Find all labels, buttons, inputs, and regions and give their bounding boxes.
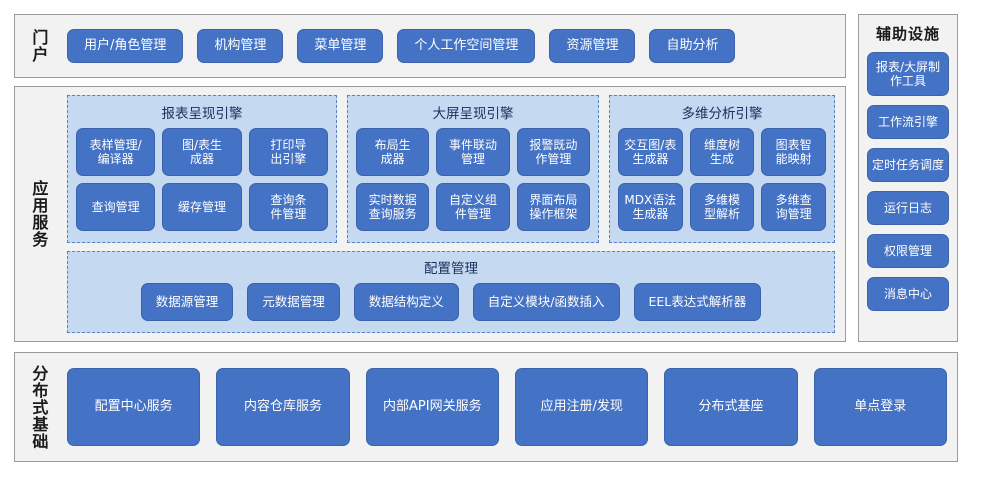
engine-item-multidimensional-model-parsing[interactable]: 多维模 型解析 (689, 183, 755, 231)
report-rendering-engine-panel: 报表呈现引擎 表样管理/ 编译器 图/表生 成器 打印导 出引擎 查询管理 缓存… (67, 95, 337, 243)
engine-item-multidimensional-query-management[interactable]: 多维查 询管理 (761, 183, 826, 231)
large-screen-rendering-engine-grid: 布局生 成器 事件联动 管理 报警既动 作管理 实时数据 查询服务 自定义组 件… (356, 128, 590, 234)
portal-item-self-service-analysis[interactable]: 自助分析 (649, 29, 736, 63)
engine-item-realtime-data-query-service[interactable]: 实时数据 查询服务 (356, 183, 430, 231)
config-item-eel-expression-parser[interactable]: EEL表达式解析器 (633, 283, 762, 321)
aux-item-workflow-engine[interactable]: 工作流引擎 (867, 105, 949, 139)
config-item-metadata-management[interactable]: 元数据管理 (247, 283, 340, 321)
engine-item-chart-table-generator[interactable]: 图/表生 成器 (162, 128, 242, 176)
portal-item-menu-management[interactable]: 菜单管理 (297, 29, 384, 63)
multidimensional-analysis-engine-title: 多维分析引擎 (681, 106, 763, 122)
engine-item-query-management[interactable]: 查询管理 (76, 183, 156, 231)
engine-item-query-condition-management[interactable]: 查询条 件管理 (248, 183, 328, 231)
engine-item-custom-component-management[interactable]: 自定义组 件管理 (436, 183, 510, 231)
engines-row: 报表呈现引擎 表样管理/ 编译器 图/表生 成器 打印导 出引擎 查询管理 缓存… (67, 95, 835, 243)
large-screen-rendering-engine-panel: 大屏呈现引擎 布局生 成器 事件联动 管理 报警既动 作管理 实时数据 查询服务… (347, 95, 599, 243)
portal-item-row: 用户/角色管理 机构管理 菜单管理 个人工作空间管理 资源管理 自助分析 (67, 15, 837, 77)
multidimensional-analysis-engine-panel: 多维分析引擎 交互图/表 生成器 维度树 生成 图表智 能映射 MDX语法 生成… (609, 95, 835, 243)
portal-item-user-role-management[interactable]: 用户/角色管理 (67, 29, 184, 63)
report-rendering-engine-grid: 表样管理/ 编译器 图/表生 成器 打印导 出引擎 查询管理 缓存管理 查询条 … (76, 128, 328, 234)
engine-item-layout-generator[interactable]: 布局生 成器 (356, 128, 430, 176)
application-services-content: 报表呈现引擎 表样管理/ 编译器 图/表生 成器 打印导 出引擎 查询管理 缓存… (67, 95, 835, 333)
portal-section: 门户 用户/角色管理 机构管理 菜单管理 个人工作空间管理 资源管理 自助分析 (14, 14, 846, 78)
engine-item-event-linkage-management[interactable]: 事件联动 管理 (436, 128, 510, 176)
distributed-foundation-section: 分布式基础 配置中心服务 内容仓库服务 内部API网关服务 应用注册/发现 分布… (14, 352, 958, 462)
aux-item-message-center[interactable]: 消息中心 (867, 277, 949, 311)
aux-item-report-dashboard-authoring-tool[interactable]: 报表/大屏制 作工具 (867, 52, 949, 96)
engine-item-cache-management[interactable]: 缓存管理 (162, 183, 242, 231)
portal-section-label: 门户 (29, 29, 49, 63)
report-rendering-engine-title: 报表呈现引擎 (161, 106, 243, 122)
aux-item-scheduled-task-scheduling[interactable]: 定时任务调度 (867, 148, 949, 182)
auxiliary-facilities-section: 辅助设施 报表/大屏制 作工具 工作流引擎 定时任务调度 运行日志 权限管理 消… (858, 14, 958, 342)
distributed-item-distributed-base[interactable]: 分布式基座 (664, 368, 798, 446)
auxiliary-facilities-title: 辅助设施 (875, 25, 940, 43)
engine-item-alarm-action-management[interactable]: 报警既动 作管理 (516, 128, 590, 176)
engine-item-chart-smart-mapping[interactable]: 图表智 能映射 (761, 128, 826, 176)
large-screen-rendering-engine-title: 大屏呈现引擎 (432, 106, 514, 122)
engine-item-interactive-chart-table-generator[interactable]: 交互图/表 生成器 (618, 128, 683, 176)
distributed-foundation-row: 配置中心服务 内容仓库服务 内部API网关服务 应用注册/发现 分布式基座 单点… (67, 353, 947, 461)
portal-item-personal-workspace-management[interactable]: 个人工作空间管理 (397, 29, 536, 63)
config-item-data-structure-definition[interactable]: 数据结构定义 (353, 283, 459, 321)
configuration-management-row: 数据源管理 元数据管理 数据结构定义 自定义模块/函数插入 EEL表达式解析器 (76, 283, 826, 321)
engine-item-template-management-compiler[interactable]: 表样管理/ 编译器 (76, 128, 156, 176)
portal-item-org-management[interactable]: 机构管理 (197, 29, 284, 63)
distributed-foundation-section-label: 分布式基础 (29, 364, 49, 450)
engine-item-mdx-syntax-generator[interactable]: MDX语法 生成器 (618, 183, 683, 231)
aux-item-runtime-log[interactable]: 运行日志 (867, 191, 949, 225)
config-item-datasource-management[interactable]: 数据源管理 (140, 283, 234, 321)
engine-item-print-export-engine[interactable]: 打印导 出引擎 (248, 128, 328, 176)
distributed-item-internal-api-gateway-service[interactable]: 内部API网关服务 (365, 368, 499, 446)
distributed-item-app-registration-discovery[interactable]: 应用注册/发现 (514, 368, 649, 446)
engine-item-ui-layout-operation-framework[interactable]: 界面布局 操作框架 (516, 183, 590, 231)
configuration-management-panel: 配置管理 数据源管理 元数据管理 数据结构定义 自定义模块/函数插入 EEL表达… (67, 251, 835, 333)
engine-item-dimension-tree-generation[interactable]: 维度树 生成 (689, 128, 755, 176)
config-item-custom-module-function-insert[interactable]: 自定义模块/函数插入 (472, 283, 620, 321)
multidimensional-analysis-engine-grid: 交互图/表 生成器 维度树 生成 图表智 能映射 MDX语法 生成器 多维模 型… (618, 128, 826, 234)
aux-item-permission-management[interactable]: 权限管理 (867, 234, 949, 268)
distributed-item-single-sign-on[interactable]: 单点登录 (813, 368, 947, 446)
configuration-management-title: 配置管理 (424, 261, 478, 277)
auxiliary-facilities-list: 报表/大屏制 作工具 工作流引擎 定时任务调度 运行日志 权限管理 消息中心 (867, 52, 949, 311)
distributed-item-content-repository-service[interactable]: 内容仓库服务 (216, 368, 350, 446)
distributed-item-config-center-service[interactable]: 配置中心服务 (67, 368, 201, 446)
portal-item-resource-management[interactable]: 资源管理 (549, 29, 636, 63)
application-services-section-label: 应用服务 (29, 180, 49, 248)
application-services-section: 应用服务 报表呈现引擎 表样管理/ 编译器 图/表生 成器 打印导 出引擎 查询… (14, 86, 846, 342)
